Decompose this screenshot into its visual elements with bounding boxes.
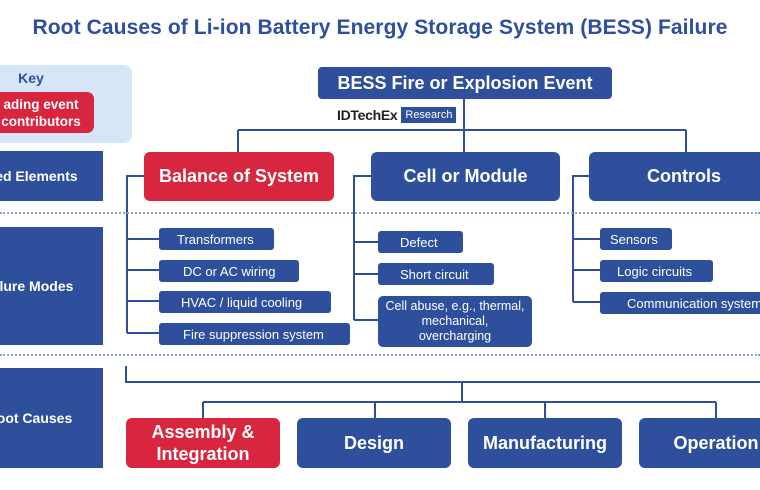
element-balance-of-system: Balance of System: [144, 152, 334, 201]
mode-dc-ac-wiring: DC or AC wiring: [159, 260, 299, 282]
idtechex-logo: IDTechEx Research: [337, 105, 457, 124]
page-title: Root Causes of Li-ion Battery Energy Sto…: [32, 16, 728, 39]
mode-sensors: Sensors: [600, 228, 672, 250]
key-label: Key: [18, 70, 44, 86]
logo-brand: IDTechEx: [337, 106, 398, 123]
row-label-elements: ied Elements: [0, 151, 103, 201]
row-divider-1: [0, 212, 760, 214]
key-leading-contributors: ading event contributors: [0, 92, 94, 133]
top-event-box: BESS Fire or Explosion Event: [318, 67, 612, 99]
element-cell-or-module: Cell or Module: [371, 152, 560, 201]
cause-manufacturing: Manufacturing: [468, 418, 622, 468]
key-leading-text: ading event contributors: [1, 96, 81, 129]
cause-assembly-integration: Assembly & Integration: [126, 418, 280, 468]
mode-fire-suppression: Fire suppression system: [159, 323, 350, 345]
mode-logic-circuits: Logic circuits: [600, 260, 713, 282]
cause-operation: Operation: [639, 418, 760, 468]
mode-hvac-liquid-cooling: HVAC / liquid cooling: [159, 291, 331, 313]
row-label-causes: oot Causes: [0, 368, 103, 468]
cause-design: Design: [297, 418, 451, 468]
logo-research-tag: Research: [401, 106, 457, 123]
element-controls: Controls: [589, 152, 760, 201]
row-divider-2: [0, 354, 760, 356]
row-label-modes: ilure Modes: [0, 227, 103, 345]
mode-cell-abuse: Cell abuse, e.g., thermal, mechanical, o…: [378, 296, 532, 347]
mode-defect: Defect: [378, 231, 463, 253]
mode-short-circuit: Short circuit: [378, 263, 494, 285]
mode-transformers: Transformers: [159, 228, 274, 250]
mode-communication-system: Communication system: [600, 292, 760, 314]
